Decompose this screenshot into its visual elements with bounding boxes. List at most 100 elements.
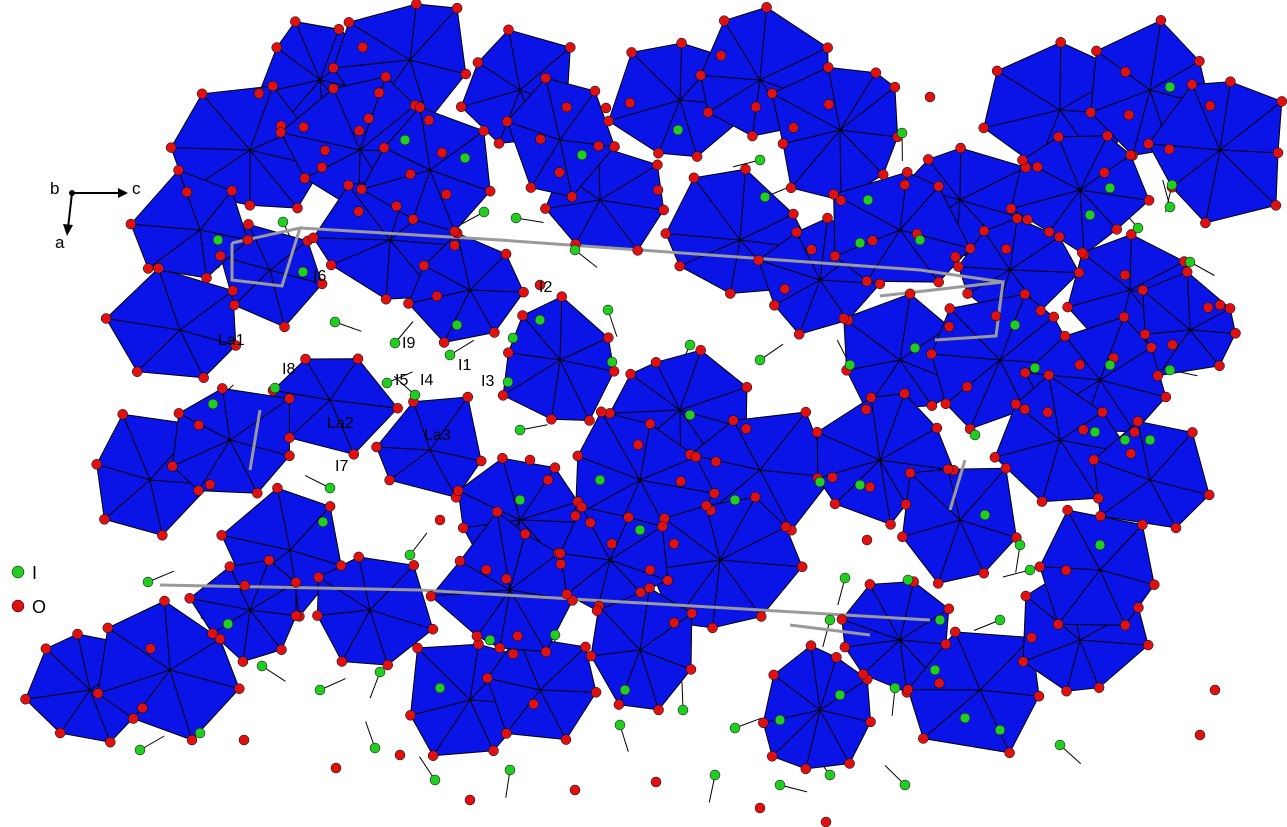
oxygen-atom: [785, 182, 797, 194]
oxygen-atom: [657, 521, 668, 532]
oxygen-atom: [715, 50, 727, 61]
oxygen-atom: [414, 102, 426, 113]
oxygen-atom: [384, 474, 395, 486]
oxygen-atom: [102, 622, 114, 634]
oxygen-atom: [493, 138, 505, 149]
oxygen-atom: [788, 122, 799, 133]
oxygen-atom: [1073, 267, 1085, 278]
iodine-atom: [369, 742, 381, 754]
oxygen-atom: [352, 353, 364, 365]
oxygen-atom: [1043, 226, 1055, 238]
oxygen-atom: [40, 643, 52, 654]
oxygen-atom: [540, 72, 551, 84]
oxygen-atom: [507, 648, 519, 660]
oxygen-atom: [600, 102, 612, 114]
label-i5: I5: [395, 372, 408, 389]
oxygen-atom: [353, 551, 364, 563]
iodine-atom: [839, 572, 851, 584]
oxygen-atom: [193, 485, 204, 496]
oxygen-atom: [128, 713, 139, 724]
oxygen-atom: [1125, 448, 1137, 459]
iodine-atom: [317, 516, 329, 528]
oxygen-atom: [604, 408, 616, 419]
oxygen-atom: [405, 710, 416, 721]
label-i8: I8: [282, 361, 295, 378]
oxygen-atom: [503, 347, 514, 358]
oxygen-atom: [279, 321, 290, 333]
iodine-atom: [1024, 564, 1036, 576]
oxygen-atom: [91, 459, 102, 470]
oxygen-atom: [229, 299, 240, 311]
oxygen-atom: [159, 595, 170, 607]
oxygen-atom: [585, 517, 596, 529]
oxygen-atom: [500, 248, 512, 260]
la-polyhedra: [24, 3, 1283, 770]
oxygen-atom: [897, 531, 908, 543]
oxygen-atom: [747, 130, 758, 142]
oxygen-atom: [1111, 224, 1123, 235]
oxygen-atom: [944, 303, 956, 314]
iodine-atom: [1144, 434, 1156, 446]
oxygen-atom: [1125, 149, 1136, 161]
oxygen-atom: [811, 426, 823, 438]
oxygen-atom: [1202, 302, 1214, 313]
oxygen-atom: [238, 734, 250, 746]
oxygen-atom: [1102, 130, 1113, 142]
oxygen-atom: [644, 582, 655, 594]
oxygen-atom: [1093, 682, 1105, 693]
oxygen-atom: [901, 166, 913, 178]
legend-iodine-label: I: [32, 563, 37, 583]
oxygen-atom: [1230, 328, 1241, 339]
oxygen-atom: [207, 628, 218, 639]
oxygen-atom: [1276, 96, 1287, 107]
oxygen-atom: [1118, 311, 1130, 323]
iodine-atom: [754, 154, 766, 166]
oxygen-atom: [926, 348, 937, 360]
iodine-atom: [404, 549, 416, 561]
oxygen-atom: [242, 234, 254, 246]
oxygen-atom: [556, 291, 568, 302]
oxygen-atom: [54, 727, 66, 739]
oxygen-atom: [405, 168, 416, 180]
oxygen-atom: [779, 283, 791, 295]
oxygen-atom: [478, 125, 490, 137]
iodine-atom: [1104, 182, 1116, 194]
iodine-atom: [862, 194, 874, 206]
oxygen-atom: [284, 432, 295, 443]
oxygen-atom: [488, 745, 499, 757]
oxygen-atom: [780, 521, 792, 533]
oxygen-atom: [829, 498, 841, 510]
oxygen-atom: [839, 641, 851, 653]
oxygen-atom: [861, 275, 873, 287]
oxygen-atom: [1059, 330, 1071, 342]
oxygen-atom: [860, 404, 872, 415]
iodine-atom: [1009, 319, 1021, 331]
oxygen-atom: [380, 293, 392, 305]
oxygen-atom: [167, 460, 178, 472]
la-polyhedron: [360, 106, 491, 232]
oxygen-atom: [1005, 203, 1017, 214]
oxygen-atom: [1123, 109, 1135, 121]
oxygen-atom: [484, 185, 496, 197]
oxygen-atom: [460, 68, 472, 80]
oxygen-atom: [1164, 144, 1175, 155]
oxygen-atom: [864, 481, 876, 493]
la-polyhedron: [105, 267, 237, 379]
oxygen-atom: [576, 501, 587, 513]
oxygen-atom: [1095, 510, 1106, 522]
iodine-atom: [1166, 179, 1178, 191]
iodine-atom: [277, 216, 289, 228]
iodine-atom: [994, 724, 1006, 736]
oxygen-atom: [497, 452, 508, 464]
oxygen-atom: [330, 762, 342, 774]
oxygen-atom: [653, 704, 664, 716]
iodine-atom: [434, 682, 446, 694]
oxygen-atom: [142, 263, 154, 274]
iodine-atom: [824, 769, 836, 781]
oxygen-atom: [820, 816, 832, 827]
iodine-atom: [381, 377, 393, 389]
iodine-atom: [914, 234, 926, 246]
oxygen-atom: [1194, 55, 1205, 67]
oxygen-atom: [518, 286, 529, 298]
oxygen-atom: [685, 664, 697, 675]
